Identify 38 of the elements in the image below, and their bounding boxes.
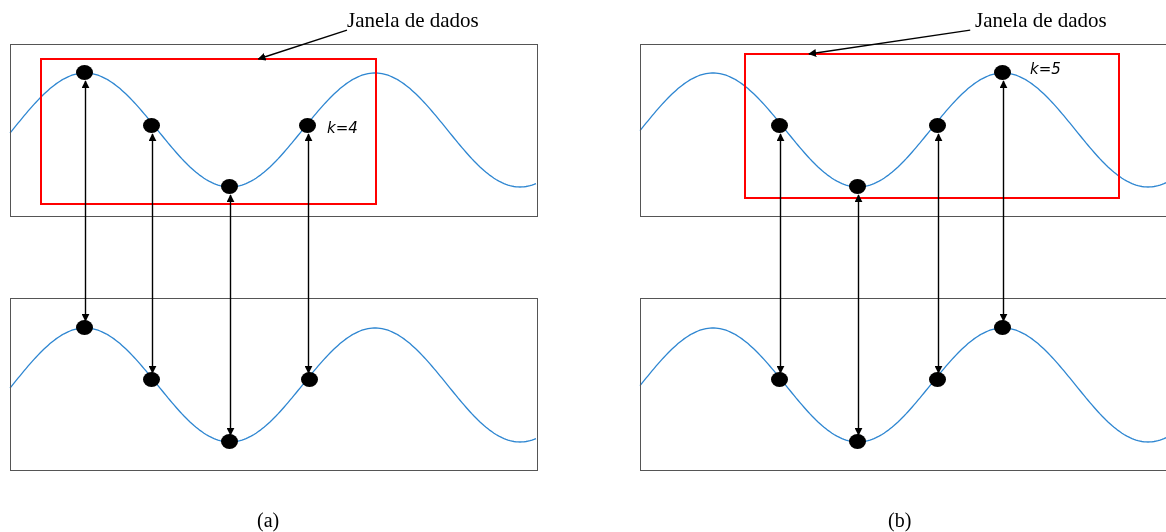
double-arrow — [304, 133, 313, 374]
double-arrow — [934, 133, 943, 374]
panel-label: (b) — [888, 508, 912, 532]
sample-point — [143, 372, 160, 387]
double-arrow — [226, 194, 235, 436]
sample-point — [76, 65, 93, 80]
sample-point — [771, 372, 788, 387]
point-label: k=4 — [327, 119, 358, 137]
double-arrow — [148, 133, 157, 374]
double-arrow — [854, 194, 863, 436]
leader-arrow — [808, 29, 971, 57]
sample-point — [994, 320, 1011, 335]
sample-point — [301, 372, 318, 387]
sample-point — [929, 372, 946, 387]
sample-point — [929, 118, 946, 133]
data-window — [40, 58, 377, 205]
sample-point — [771, 118, 788, 133]
sample-point — [994, 65, 1011, 80]
sample-point — [849, 179, 866, 194]
signal-panel — [10, 44, 538, 217]
double-arrow — [776, 133, 785, 374]
double-arrow — [999, 80, 1008, 322]
sample-point — [143, 118, 160, 133]
sample-point — [221, 179, 238, 194]
double-arrow — [81, 80, 90, 322]
sample-point — [299, 118, 316, 133]
signal-panel — [640, 44, 1166, 217]
leader-arrow — [257, 29, 348, 61]
panel-label: (a) — [257, 508, 280, 532]
callout-text: Janela de dados — [347, 8, 507, 34]
sample-point — [221, 434, 238, 449]
point-label: k=5 — [1030, 60, 1061, 78]
signal-panel — [640, 298, 1166, 471]
sample-point — [76, 320, 93, 335]
data-window — [744, 53, 1120, 199]
callout-text: Janela de dados — [975, 8, 1135, 34]
signal-panel — [10, 298, 538, 471]
sample-point — [849, 434, 866, 449]
